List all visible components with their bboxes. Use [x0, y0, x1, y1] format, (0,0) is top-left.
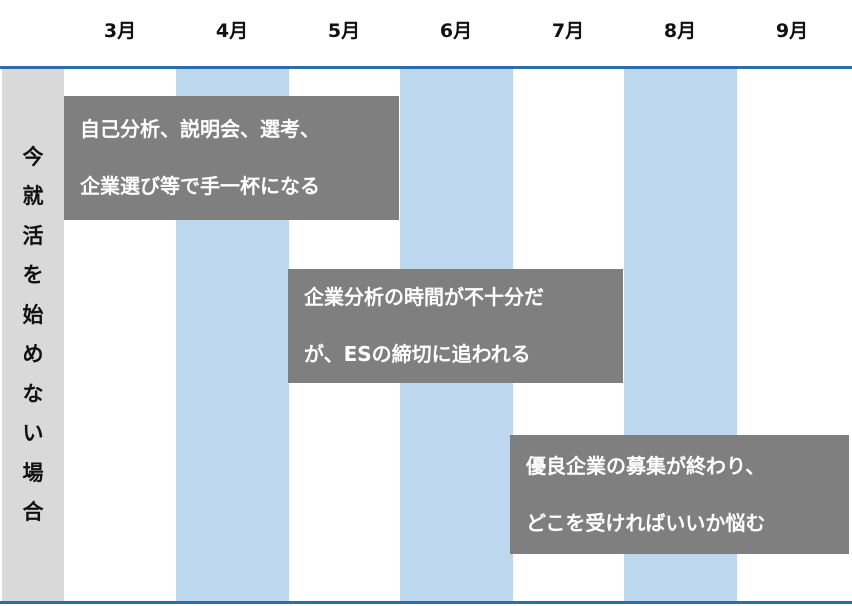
callout-line: が、ESの締切に追われる	[304, 342, 531, 366]
callout-line: どこを受ければいいか悩む	[526, 510, 766, 535]
header-divider	[0, 66, 852, 69]
callout-jul-sep: 優良企業の募集が終わり、 どこを受ければいいか悩む	[510, 435, 849, 554]
row-label-char: 場	[22, 460, 44, 485]
bottom-divider	[0, 601, 852, 604]
row-label-char: 就	[22, 184, 44, 208]
month-header-apr: 4月	[215, 20, 249, 42]
row-label-char: い	[22, 421, 44, 445]
callout-line: 企業分析の時間が不十分だ	[304, 285, 544, 309]
row-label-char: を	[22, 263, 44, 287]
month-header-mar: 3月	[103, 20, 137, 42]
month-header-aug: 8月	[663, 20, 697, 42]
row-label-char: 始	[22, 302, 44, 327]
callout-may-jul: 企業分析の時間が不十分だ が、ESの締切に追われる	[288, 269, 623, 383]
row-label-char: め	[22, 342, 44, 366]
month-header-may: 5月	[327, 20, 361, 42]
row-label-char: な	[22, 381, 44, 406]
month-header-jun: 6月	[439, 20, 473, 42]
callout-mar-may: 自己分析、説明会、選考、 企業選び等で手一杯になる	[64, 96, 399, 220]
month-header-jul: 7月	[551, 20, 585, 42]
month-header-sep: 9月	[775, 20, 809, 42]
callout-line: 自己分析、説明会、選考、	[80, 117, 320, 141]
row-label-char: 今	[22, 144, 44, 169]
callout-line: 企業選び等で手一杯になる	[80, 174, 320, 198]
row-label-char: 合	[22, 500, 44, 524]
row-label-char: 活	[22, 223, 44, 248]
row-label: 今 就 活 を 始 め な い 場 合	[2, 69, 64, 601]
callout-line: 優良企業の募集が終わり、	[526, 453, 766, 478]
